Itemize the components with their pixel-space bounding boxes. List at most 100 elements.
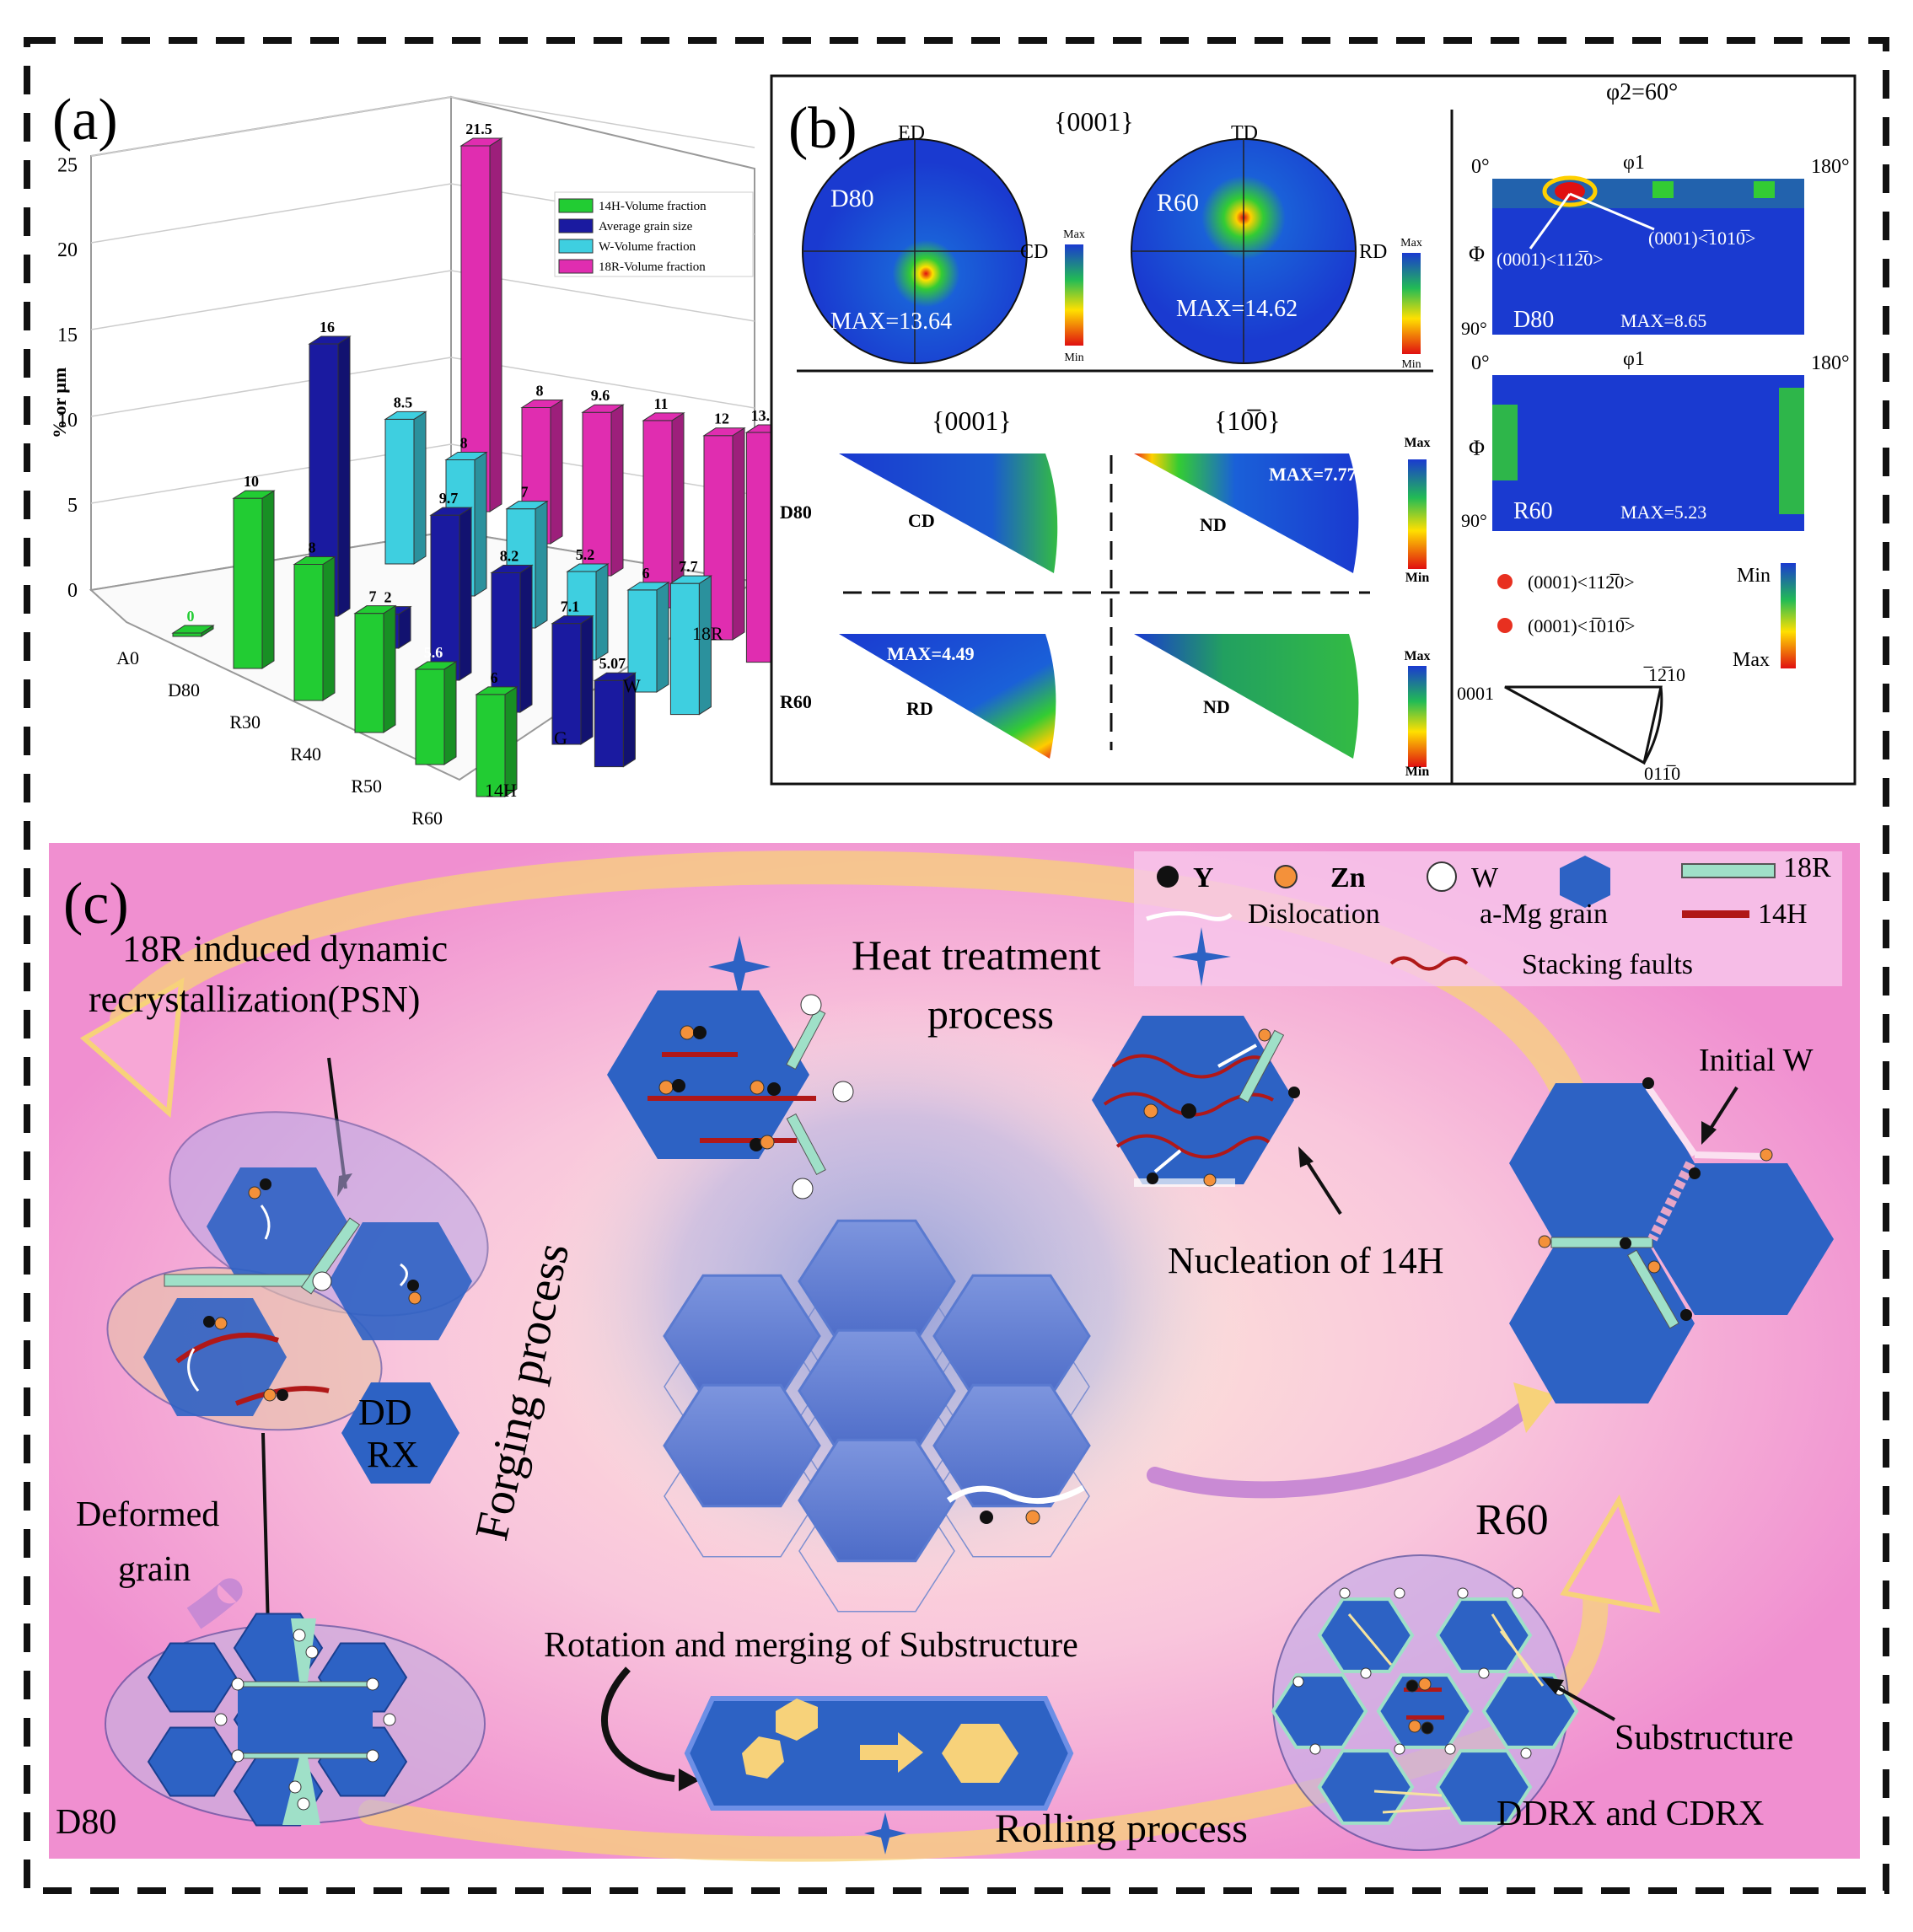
bar-top bbox=[490, 564, 534, 573]
ipf-colorbar-2 bbox=[1408, 666, 1427, 767]
bar-top bbox=[232, 490, 276, 499]
center-grain bbox=[932, 1383, 1091, 1508]
bar-front bbox=[460, 145, 491, 513]
odf-legend-dot-1 bbox=[1497, 574, 1513, 589]
odf-cb-max: Max bbox=[1733, 649, 1770, 671]
w-y-2 bbox=[1689, 1167, 1701, 1179]
legend-zn-label: Zn bbox=[1330, 862, 1366, 894]
bar-data-label: 12 bbox=[714, 411, 729, 427]
deformed-line2: grain bbox=[118, 1550, 191, 1589]
bar-side bbox=[337, 335, 351, 617]
bar-side bbox=[519, 564, 533, 713]
ipf-row1-label: D80 bbox=[780, 502, 812, 523]
bar-front bbox=[233, 497, 263, 669]
bar-data-label: 8.2 bbox=[500, 547, 519, 564]
bar-side bbox=[732, 427, 745, 641]
ipf-cb2-max: Max bbox=[1404, 649, 1430, 663]
w-white-1 bbox=[1645, 1085, 1698, 1157]
nuc-y-3 bbox=[1147, 1173, 1158, 1184]
panel-b: (b) {0001} ED CD D80 MAX=13.64 Max Min T… bbox=[770, 74, 1857, 786]
bar-top bbox=[702, 427, 746, 437]
bar-data-label: 8 bbox=[536, 382, 544, 399]
outer-dashed-frame bbox=[24, 37, 1889, 1894]
ct-18r-1 bbox=[786, 1007, 826, 1071]
r60-w-particle bbox=[1309, 1743, 1321, 1755]
d80-w-particle bbox=[366, 1677, 379, 1691]
legend-entry: W-Volume fraction bbox=[599, 240, 696, 254]
initial-w-label: Initial W bbox=[1699, 1043, 1814, 1078]
w-18r-1 bbox=[1550, 1237, 1653, 1248]
bar-data-label: 6 bbox=[642, 565, 650, 582]
heat-line2: process bbox=[927, 990, 1054, 1038]
sparkle-2 bbox=[1172, 927, 1231, 986]
odf-legend-dot-2 bbox=[1497, 618, 1513, 633]
w-y-4 bbox=[1680, 1309, 1692, 1321]
legend-amg-label: a-Mg grain bbox=[1480, 899, 1608, 930]
grid-line-left bbox=[90, 183, 452, 244]
bar-top bbox=[475, 686, 519, 695]
d80-18r-wedge-bottom bbox=[282, 1758, 320, 1825]
cycle-arrow-bottom bbox=[358, 1572, 1609, 1862]
grain-left-sf-1 bbox=[175, 1332, 279, 1364]
pf1-cb-max: Max bbox=[1063, 228, 1085, 241]
d80-grain bbox=[147, 1642, 238, 1713]
legend-dislocation-label: Dislocation bbox=[1248, 899, 1380, 930]
r60-w-particle bbox=[1360, 1667, 1372, 1679]
nuc-arrow-1 bbox=[1217, 1044, 1257, 1068]
ct-14h-3 bbox=[700, 1138, 797, 1143]
grain-left-disl-1 bbox=[260, 1205, 271, 1240]
bar-front bbox=[430, 514, 460, 681]
y-axis-label: % or μm bbox=[49, 368, 70, 438]
ipf-col1-title: {0001} bbox=[932, 405, 1012, 436]
ipf-cb2-min: Min bbox=[1405, 765, 1430, 779]
bar-top bbox=[626, 582, 670, 591]
deformed-line1: Deformed bbox=[76, 1495, 219, 1534]
bar-top bbox=[429, 507, 473, 516]
bar-side bbox=[698, 575, 712, 716]
legend-entry: Average grain size bbox=[599, 220, 693, 233]
legend-14h-bar bbox=[1682, 910, 1749, 918]
bar-top bbox=[642, 412, 685, 421]
ct-y-2 bbox=[672, 1079, 685, 1092]
bar-top bbox=[444, 451, 488, 460]
bar-data-label: 7 bbox=[369, 588, 377, 605]
x-category-label: R50 bbox=[351, 775, 382, 797]
odf1-0deg: 0° bbox=[1471, 156, 1490, 178]
bar-top bbox=[353, 605, 397, 614]
rotation-curved-arrow bbox=[601, 1666, 675, 1782]
initial-w-pointer-head bbox=[1701, 1121, 1717, 1145]
pf1-cb-min: Min bbox=[1064, 352, 1083, 364]
bar-front bbox=[415, 668, 445, 765]
cycle-arrow-top bbox=[110, 851, 1603, 1205]
r60-label: R60 bbox=[1475, 1496, 1549, 1544]
r60-w-particle bbox=[1339, 1587, 1351, 1599]
cycle-arrow-bottom-head bbox=[1560, 1494, 1661, 1613]
odf2-0deg: 0° bbox=[1471, 352, 1490, 374]
odf1-phi1: φ1 bbox=[1623, 152, 1645, 174]
bar-data-label: 9.7 bbox=[439, 490, 459, 507]
rotation-label: Rotation and merging of Substructure bbox=[544, 1626, 1078, 1665]
d80-hex-cluster bbox=[147, 1613, 408, 1827]
bar-front bbox=[669, 582, 700, 716]
bar-side bbox=[610, 404, 624, 577]
ipf-cell-2-axis: ND bbox=[1200, 514, 1227, 535]
ipf-col2-title: {10̅0} bbox=[1214, 405, 1281, 436]
bar-side bbox=[474, 451, 487, 597]
legend-swatch bbox=[558, 198, 594, 213]
y-tick-label: 5 bbox=[67, 495, 78, 517]
odf1-max: MAX=8.65 bbox=[1620, 310, 1706, 331]
r60-14h-2 bbox=[1406, 1715, 1444, 1720]
ct-y-4 bbox=[750, 1138, 763, 1151]
ct-w-1 bbox=[800, 994, 822, 1016]
odf1-ann2-line bbox=[1569, 192, 1655, 231]
legend-w-dot bbox=[1427, 861, 1457, 892]
grain-left-sf-2 bbox=[234, 1386, 330, 1406]
merge-arrow-shaft bbox=[860, 1745, 898, 1760]
r60-grain bbox=[1435, 1597, 1533, 1673]
grid-line-left bbox=[90, 357, 452, 417]
r60-w-particle bbox=[1292, 1676, 1304, 1688]
odf1-ann2: (0001)<̅1010̅> bbox=[1648, 228, 1755, 249]
